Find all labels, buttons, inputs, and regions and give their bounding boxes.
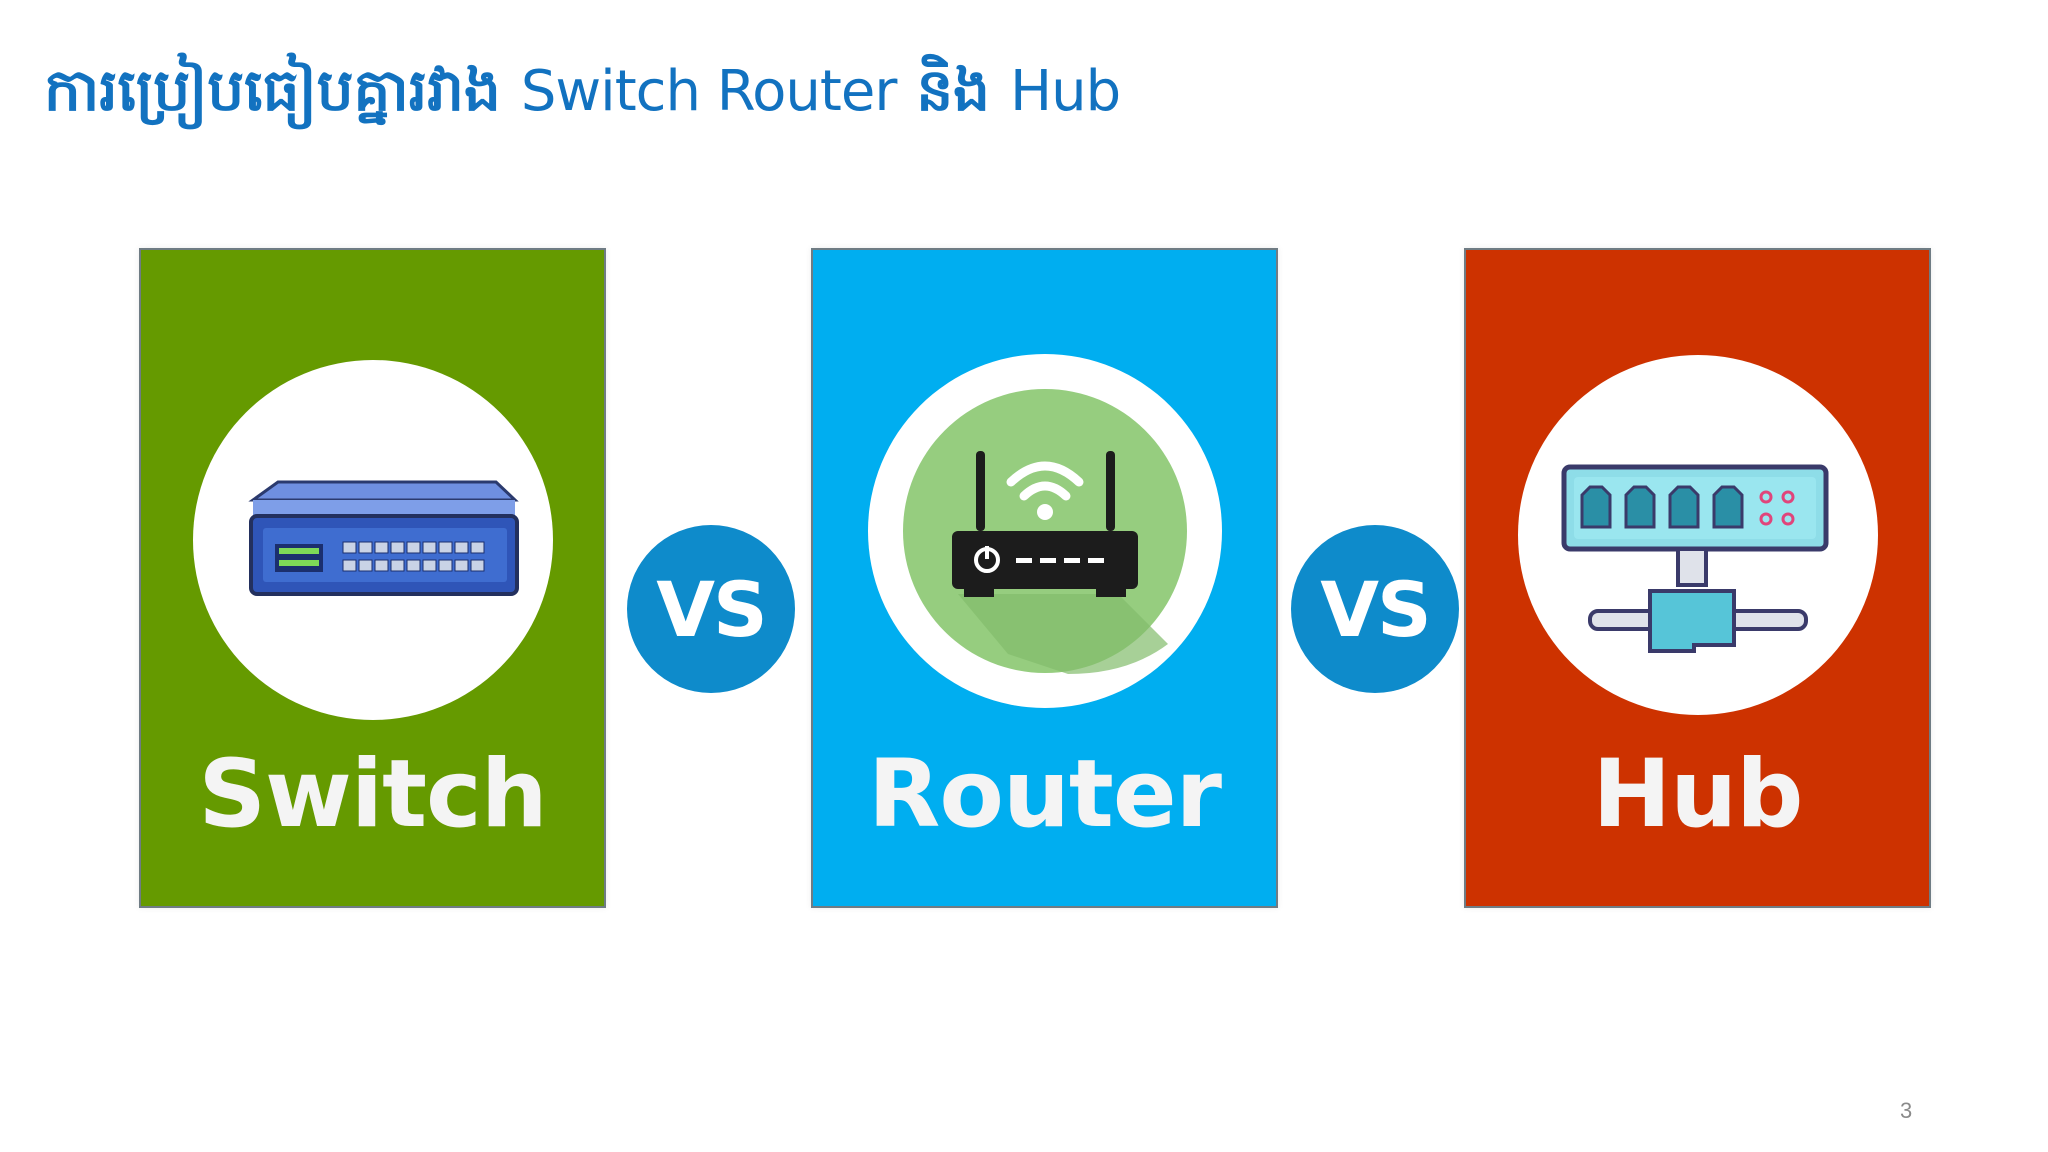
vs-badge-2: VS — [1291, 525, 1459, 693]
router-icon-circle — [867, 354, 1222, 708]
card-hub: Hub — [1464, 248, 1931, 908]
page-number: 3 — [1900, 1098, 1913, 1123]
title-english: Switch Router — [520, 59, 898, 124]
switch-icon-circle — [192, 360, 553, 720]
wifi-router-icon — [902, 389, 1187, 674]
card-label-router: Router — [868, 740, 1222, 849]
network-switch-icon — [247, 480, 519, 596]
card-label-hub: Hub — [1592, 740, 1804, 849]
hub-icon-circle — [1517, 355, 1878, 715]
slide-title: ការប្រៀបធៀបគ្នារវាង Switch Router និង Hu… — [44, 54, 1121, 134]
card-router: Router — [811, 248, 1278, 908]
title-english-tail: Hub — [1009, 59, 1121, 124]
card-label-switch: Switch — [198, 740, 547, 849]
title-khmer-and: និង — [916, 56, 990, 124]
title-khmer-lead: ការប្រៀបធៀបគ្នារវាង — [44, 56, 501, 124]
card-switch: Switch — [139, 248, 606, 908]
network-hub-icon — [1561, 464, 1828, 653]
vs-badge-1: VS — [627, 525, 795, 693]
